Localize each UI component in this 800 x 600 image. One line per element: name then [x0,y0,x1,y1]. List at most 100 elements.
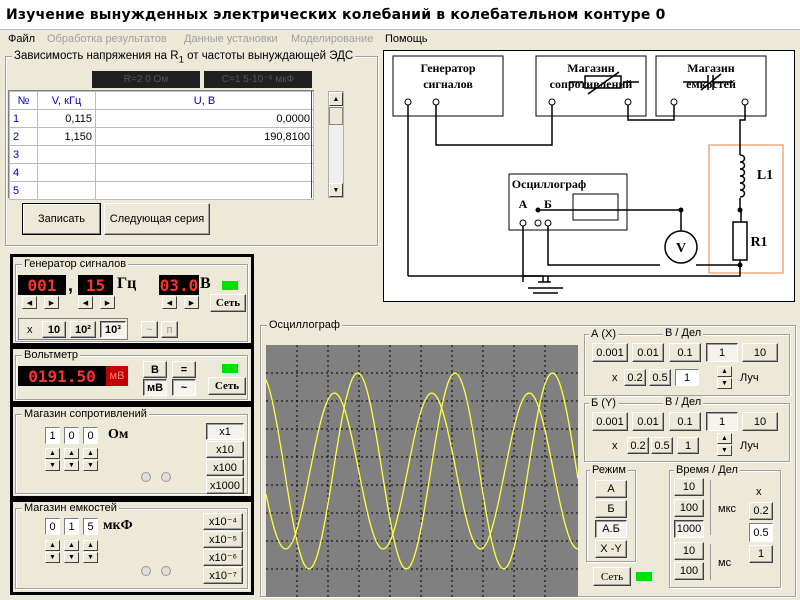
cell-u[interactable] [95,163,314,182]
cap-knob-1[interactable] [141,566,151,576]
menu-model[interactable]: Моделирование [291,33,374,45]
cell-n[interactable]: 5 [9,181,38,200]
b-ray-up-icon[interactable]: ▲ [717,433,732,444]
b-scale-4[interactable]: 10 [742,412,778,431]
volt-mv-button[interactable]: мВ [143,379,167,396]
table-row[interactable]: 5 [9,181,314,200]
t-ms-100[interactable]: 100 [674,562,704,580]
cap-up-3-icon[interactable]: ▲ [83,540,98,551]
res-down-1-icon[interactable]: ▼ [45,460,60,471]
menu-results[interactable]: Обработка результатов [47,33,167,45]
gen-left-2-icon[interactable]: ◀ [78,296,93,309]
menu-help[interactable]: Помощь [385,33,428,45]
gen-right-1-icon[interactable]: ▶ [44,296,59,309]
menu-file[interactable]: Файл [8,33,36,45]
a-scale-4[interactable]: 10 [742,343,778,362]
gen-mult-100[interactable]: 10² [70,321,96,338]
cap-down-3-icon[interactable]: ▼ [83,552,98,563]
cap-digit-1[interactable]: 0 [45,518,60,535]
a-scale-3[interactable]: 1 [706,343,738,362]
table-row[interactable]: 4 [9,163,314,182]
b-scale-2[interactable]: 0.1 [669,412,701,431]
res-up-1-icon[interactable]: ▲ [45,448,60,459]
gen-pulse-button[interactable]: п [161,321,178,338]
cap-mult-6[interactable]: x10⁻⁶ [203,549,243,566]
a-scale-0[interactable]: 0.001 [592,343,628,362]
a-scale-1[interactable]: 0.01 [632,343,664,362]
b-ray-down-icon[interactable]: ▼ [717,445,732,456]
t-mul-02[interactable]: 0.2 [749,502,773,520]
a-scale-2[interactable]: 0.1 [669,343,701,362]
b-scale-3[interactable]: 1 [706,412,738,431]
t-mks-100[interactable]: 100 [674,499,704,517]
t-mul-05[interactable]: 0.5 [749,523,773,542]
cell-u[interactable] [95,145,314,164]
gen-mult-10[interactable]: 10 [42,321,66,338]
cap-mult-7[interactable]: x10⁻⁷ [203,567,243,584]
scroll-up-icon[interactable]: ▲ [329,92,343,106]
res-mult-x1000[interactable]: x1000 [206,477,244,494]
cell-v[interactable] [37,163,96,182]
cell-v[interactable] [37,145,96,164]
a-ray-down-icon[interactable]: ▼ [717,378,732,389]
res-mult-x1[interactable]: x1 [206,423,244,440]
cap-down-2-icon[interactable]: ▼ [64,552,79,563]
cell-n[interactable]: 4 [9,163,38,182]
b-scale-1[interactable]: 0.01 [632,412,664,431]
scroll-down-icon[interactable]: ▼ [329,183,343,197]
mode-b-button[interactable]: Б [595,500,627,518]
cap-digit-3[interactable]: 5 [83,518,98,535]
scroll-thumb[interactable] [329,107,343,125]
res-down-2-icon[interactable]: ▼ [64,460,79,471]
volt-power-button[interactable]: Сеть [208,377,246,395]
mode-ab-button[interactable]: А.Б [595,520,627,538]
res-up-3-icon[interactable]: ▲ [83,448,98,459]
res-up-2-icon[interactable]: ▲ [64,448,79,459]
volt-v-button[interactable]: В [143,361,167,378]
a-mul-05[interactable]: 0.5 [649,369,671,386]
gen-right-3-icon[interactable]: ▶ [184,296,199,309]
menu-setup[interactable]: Данные установки [184,33,278,45]
b-mul-02[interactable]: 0.2 [627,437,649,454]
cell-v[interactable]: 0,115 [37,109,96,128]
next-series-button[interactable]: Следующая серия [104,203,210,235]
a-mul-1[interactable]: 1 [675,369,699,386]
record-button[interactable]: Записать [22,203,101,235]
cell-u[interactable] [95,181,314,200]
cell-v[interactable] [37,181,96,200]
res-digit-2[interactable]: 0 [64,427,79,444]
table-row[interactable]: 3 [9,145,314,164]
cell-n[interactable]: 2 [9,127,38,146]
cap-up-2-icon[interactable]: ▲ [64,540,79,551]
t-mks-1000[interactable]: 1000 [674,520,704,538]
cap-digit-2[interactable]: 1 [64,518,79,535]
gen-left-1-icon[interactable]: ◀ [22,296,37,309]
cap-down-1-icon[interactable]: ▼ [45,552,60,563]
osc-power-button[interactable]: Сеть [593,567,631,586]
volt-ac-button[interactable]: ~ [172,379,196,396]
cell-n[interactable]: 3 [9,145,38,164]
mode-xy-button[interactable]: Х -Y [595,540,627,558]
b-mul-05[interactable]: 0.5 [651,437,673,454]
gen-right-2-icon[interactable]: ▶ [100,296,115,309]
t-mul-1[interactable]: 1 [749,545,773,563]
res-knob-2[interactable] [161,472,171,482]
t-mks-10[interactable]: 10 [674,478,704,496]
cell-n[interactable]: 1 [9,109,38,128]
volt-dc-button[interactable]: = [172,361,196,378]
cap-knob-2[interactable] [161,566,171,576]
res-digit-1[interactable]: 1 [45,427,60,444]
cell-u[interactable]: 190,8100 [95,127,314,146]
res-digit-3[interactable]: 0 [83,427,98,444]
gen-ac-button[interactable]: ~ [141,321,158,338]
table-scrollbar[interactable]: ▲ ▼ [328,91,344,198]
res-knob-1[interactable] [141,472,151,482]
gen-mult-1000[interactable]: 10³ [100,321,126,338]
gen-power-button[interactable]: Сеть [210,294,246,312]
res-mult-x100[interactable]: x100 [206,459,244,476]
cap-mult-5[interactable]: x10⁻⁵ [203,531,243,548]
gen-left-3-icon[interactable]: ◀ [162,296,177,309]
cell-v[interactable]: 1,150 [37,127,96,146]
mode-a-button[interactable]: А [595,480,627,498]
